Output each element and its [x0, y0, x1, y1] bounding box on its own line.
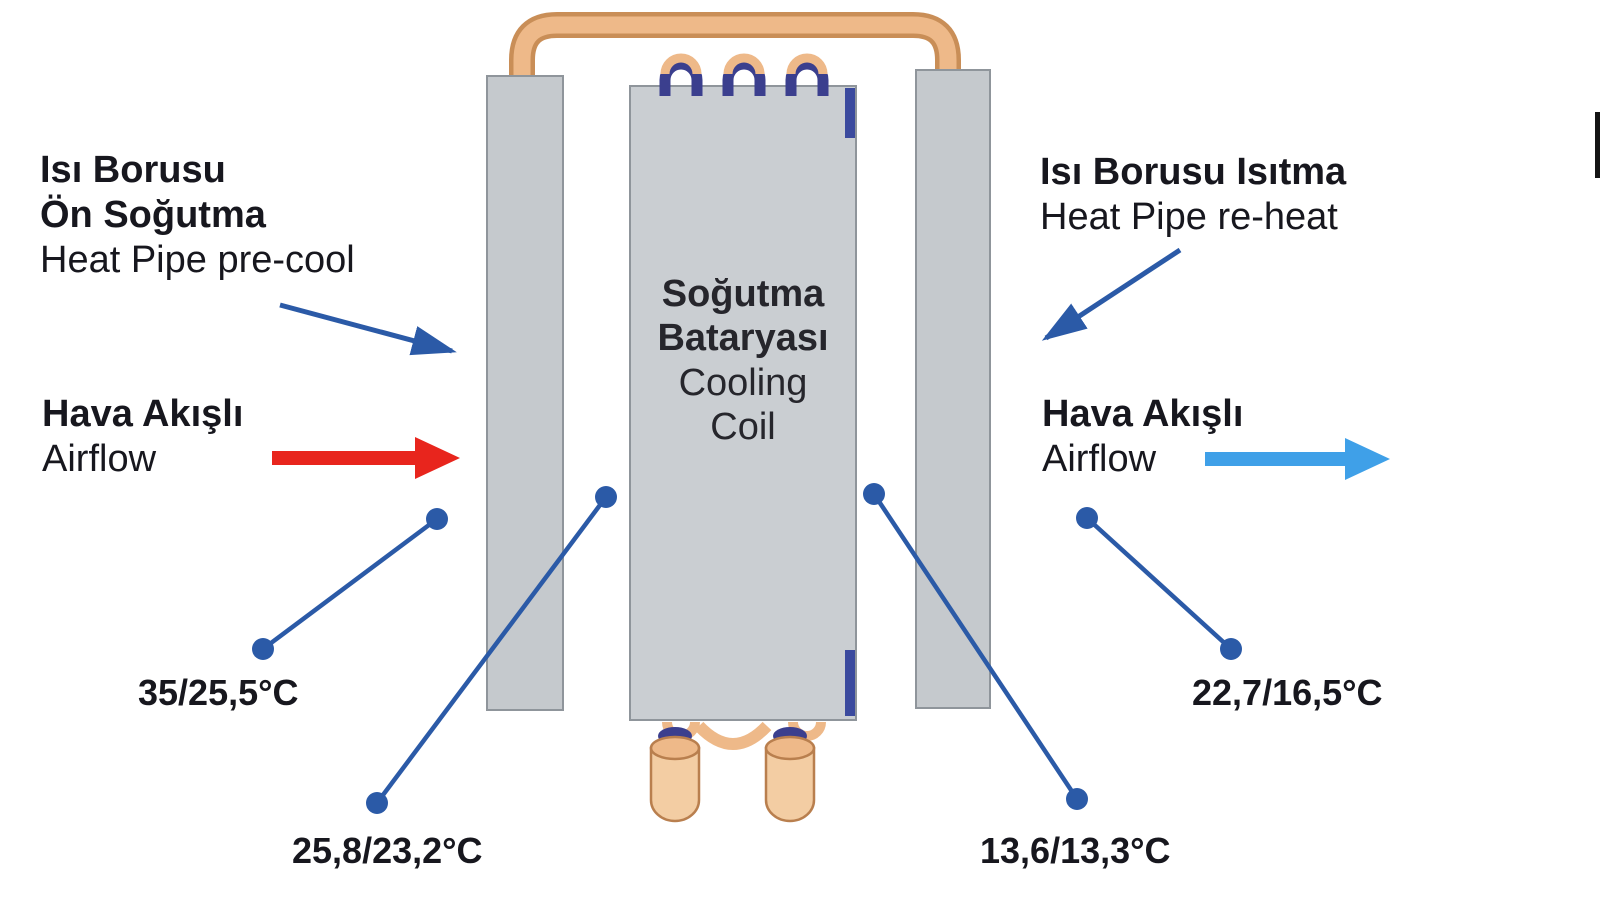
cooling-coil-label: Soğutma Bataryası Cooling Coil [630, 272, 856, 450]
coil-label-line3: Cooling [678, 361, 808, 404]
cropped-edge-mark [1595, 112, 1600, 178]
coil-label-line4: Coil [710, 406, 776, 449]
coil-label-line1: Soğutma [661, 273, 825, 315]
precool-label-line2: Ön Soğutma [40, 193, 266, 236]
leader-inlet [252, 508, 448, 660]
leader-after-precool [366, 486, 617, 814]
airflow-in-line2: Airflow [42, 437, 157, 480]
leader-after-coil [863, 483, 1088, 810]
reheat-panel [915, 69, 991, 709]
leader-outlet [1076, 507, 1242, 660]
heat-pipe-loop [509, 12, 961, 95]
airflow-in-arrow [272, 437, 460, 479]
coil-return-bends [659, 53, 829, 96]
precool-pointer-arrow [279, 302, 457, 356]
coil-bottom-pipes [649, 721, 826, 823]
temp-inlet: 35/25,5°C [138, 672, 299, 713]
precool-label-line3: Heat Pipe pre-cool [40, 238, 355, 281]
coil-label-line2: Bataryası [657, 317, 829, 360]
temp-after-precool: 25,8/23,2°C [292, 830, 483, 871]
precool-label-line1: Isı Borusu [40, 149, 226, 191]
reheat-label: Isı Borusu Isıtma Heat Pipe re-heat [1040, 150, 1346, 240]
reheat-label-line2: Heat Pipe re-heat [1040, 195, 1338, 238]
precool-panel [486, 75, 564, 711]
airflow-out-line1: Hava Akışlı [1042, 393, 1244, 435]
reheat-label-line1: Isı Borusu Isıtma [1040, 151, 1347, 193]
reheat-pointer-arrow [1041, 247, 1182, 341]
airflow-out-line2: Airflow [1042, 437, 1157, 480]
temp-after-coil: 13,6/13,3°C [980, 830, 1171, 871]
temp-outlet: 22,7/16,5°C [1192, 672, 1383, 713]
cooling-coil-body [629, 85, 857, 721]
airflow-out-label: Hava Akışlı Airflow [1042, 392, 1243, 482]
airflow-in-line1: Hava Akışlı [42, 393, 244, 435]
airflow-out-arrow [1205, 438, 1390, 480]
airflow-in-label: Hava Akışlı Airflow [42, 392, 243, 482]
precool-label: Isı Borusu Ön Soğutma Heat Pipe pre-cool [40, 148, 355, 282]
